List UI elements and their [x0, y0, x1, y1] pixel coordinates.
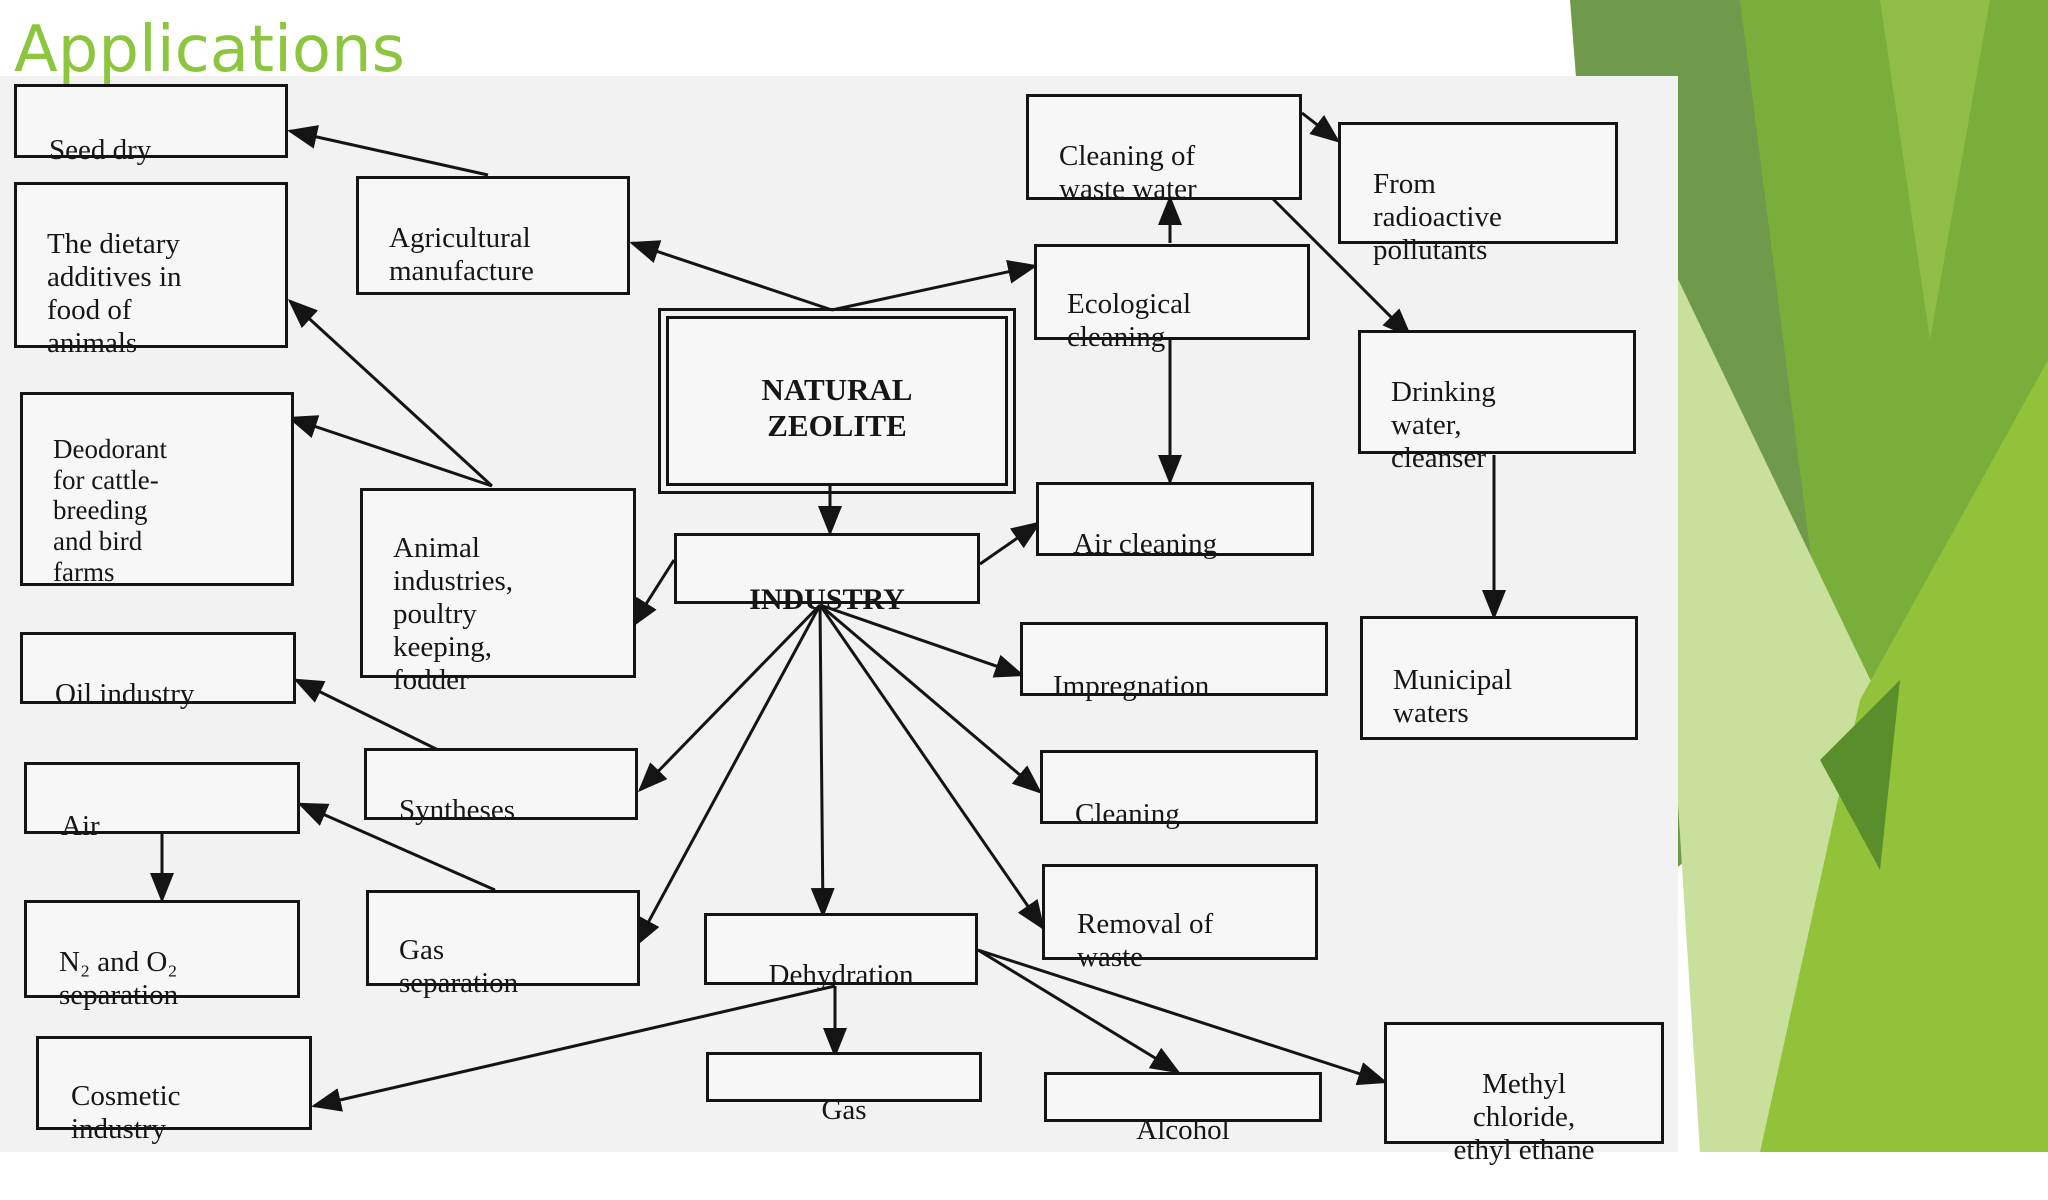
node-animal-industries: Animal industries, poultry keeping, fodd… — [360, 488, 636, 696]
node-agricultural-manufacture: Agricultural manufacture — [356, 176, 630, 295]
diagram-connectors — [150, 111, 1506, 1112]
node-impregnation: Impregnation — [1020, 622, 1328, 702]
node-gas-separation: Gas separation — [366, 890, 640, 999]
node-gas: Gas — [706, 1052, 982, 1126]
node-natural-zeolite: NATURAL ZEOLITE — [658, 308, 1016, 494]
node-deodorant: Deodorant for cattle- breeding and bird … — [20, 392, 294, 587]
node-dehydration: Dehydration — [704, 913, 978, 991]
node-air: Air — [24, 762, 300, 842]
node-air-cleaning: Air cleaning — [1036, 482, 1314, 560]
node-cosmetic-industry: Cosmetic industry — [36, 1036, 312, 1145]
node-cleaning: Cleaning — [1040, 750, 1318, 830]
node-alcohol: Alcohol — [1044, 1072, 1322, 1146]
node-radioactive-pollutants: From radioactive pollutants — [1338, 122, 1618, 266]
node-drinking-water: Drinking water, cleanser — [1358, 330, 1636, 474]
node-municipal-waters: Municipal waters — [1360, 616, 1638, 740]
slide-title: Applications — [14, 13, 405, 87]
node-syntheses: Syntheses — [364, 748, 638, 826]
node-removal-of-waste: Removal of waste — [1042, 864, 1318, 973]
node-seed-dry: Seed dry — [14, 84, 288, 166]
node-ecological-cleaning: Ecological cleaning — [1034, 244, 1310, 353]
node-n2-o2-separation: N₂ and O₂ separation — [24, 900, 300, 1011]
node-industry: INDUSTRY — [674, 533, 980, 616]
node-methyl-chloride: Methyl chloride, ethyl ethane — [1384, 1022, 1664, 1166]
node-dietary-additives: The dietary additives in food of animals — [14, 182, 288, 359]
node-cleaning-waste-water: Cleaning of waste water — [1026, 94, 1302, 205]
node-oil-industry: Oil industry — [20, 632, 296, 710]
